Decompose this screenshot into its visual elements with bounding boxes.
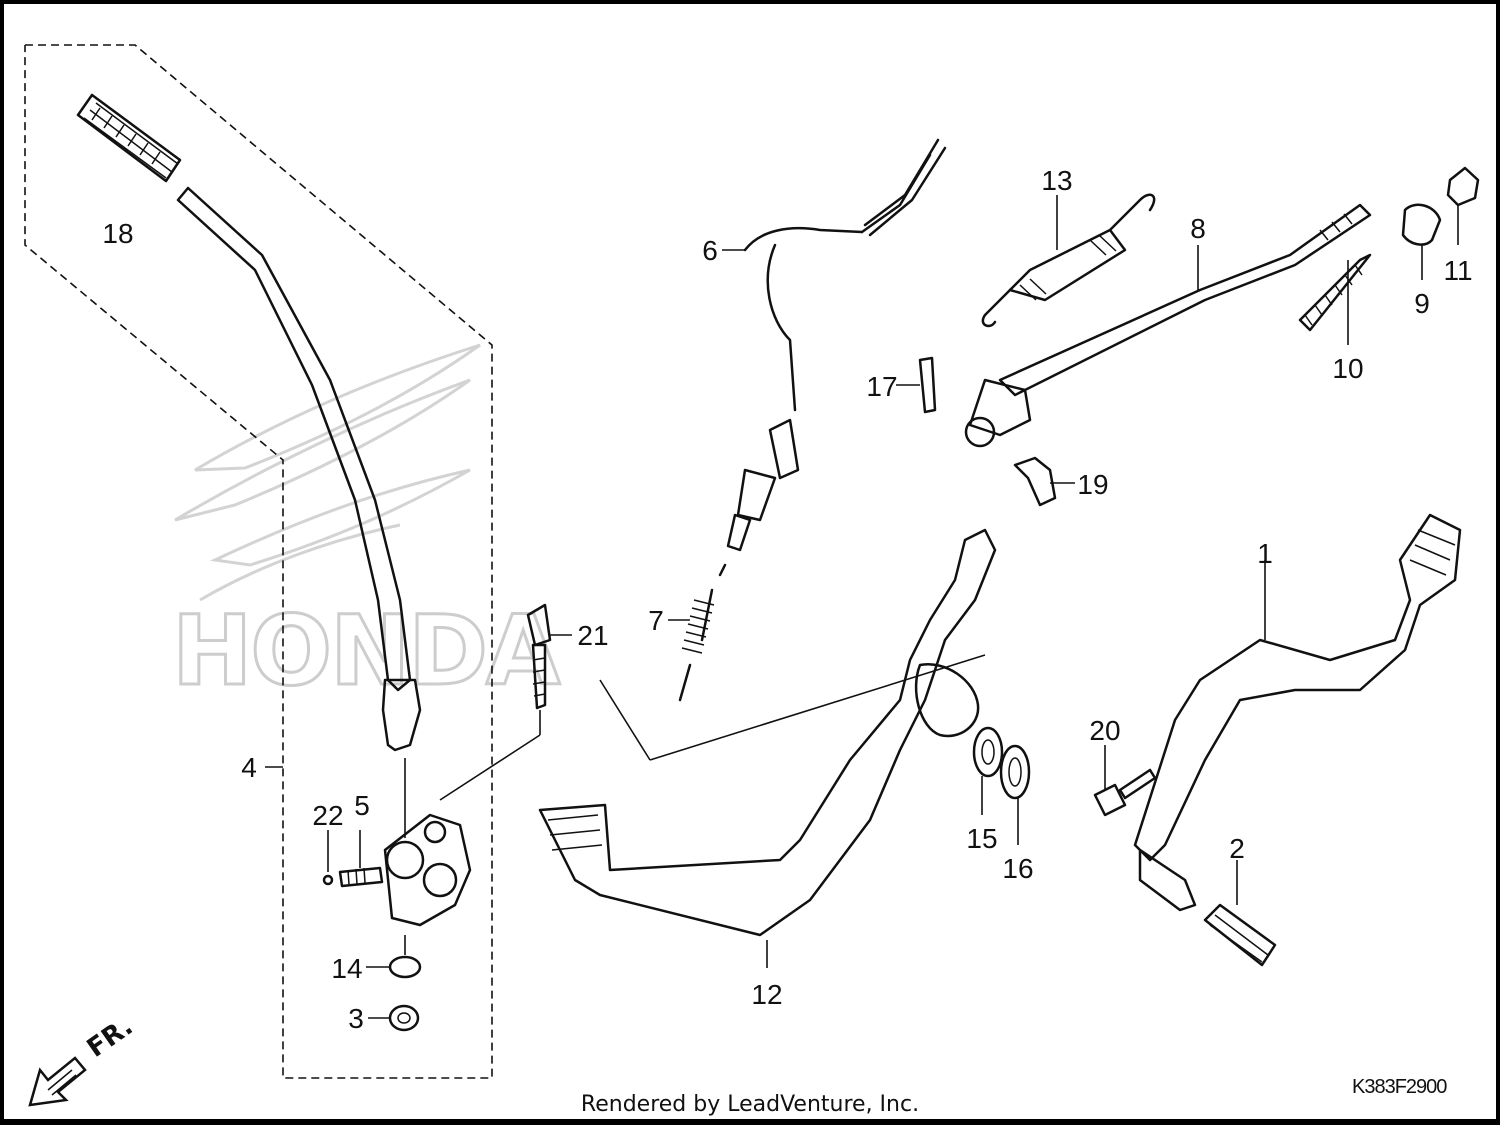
label-7: 7: [648, 605, 664, 636]
honda-watermark-text: HONDA: [172, 595, 560, 707]
washer-15: [972, 726, 1004, 778]
kick-arm-4: [176, 186, 422, 752]
clip-16: [999, 744, 1031, 800]
label-17: 17: [866, 371, 897, 402]
side-stand-8: [964, 203, 1372, 448]
kick-rubber-18: [76, 93, 182, 183]
bolt-21: [526, 603, 552, 710]
gearshift-pedal-12: [538, 528, 997, 937]
pin-19: [1013, 456, 1057, 507]
label-21: 21: [577, 620, 608, 651]
bolt-5: [338, 866, 384, 888]
label-22: 22: [312, 800, 343, 831]
label-8: 8: [1190, 213, 1206, 244]
nut-3: [388, 1004, 420, 1032]
label-4: 4: [241, 752, 257, 783]
spring-7: [678, 563, 727, 702]
part-number-labels: 1 2 3 4 5 6 7 8 9 10 11 12 13 14 15 16 1…: [102, 165, 1472, 1034]
honda-wing-watermark: HONDA: [171, 343, 563, 709]
label-9: 9: [1414, 288, 1430, 319]
label-5: 5: [354, 790, 370, 821]
brake-pedal-1: [1133, 513, 1462, 912]
rubber-2: [1203, 903, 1277, 967]
label-11: 11: [1443, 255, 1472, 286]
label-1: 1: [1257, 538, 1273, 569]
cap-9: [1401, 203, 1442, 246]
spring-10: [1298, 253, 1372, 332]
label-13: 13: [1041, 165, 1072, 196]
drawing-code: K383F2900: [1352, 1076, 1447, 1098]
spring-13: [981, 193, 1156, 328]
label-6: 6: [702, 235, 718, 266]
footer-credit: Rendered by LeadVenture, Inc.: [580, 1092, 920, 1117]
label-20: 20: [1089, 715, 1120, 746]
label-19: 19: [1077, 469, 1108, 500]
label-3: 3: [348, 1003, 364, 1034]
kick-boss: [383, 813, 472, 927]
label-10: 10: [1332, 353, 1363, 384]
pin-17: [918, 356, 937, 414]
front-indicator-label: FR.: [82, 1012, 139, 1064]
label-14: 14: [331, 953, 362, 984]
washer-14: [388, 955, 422, 979]
front-direction-arrow: FR.: [28, 1012, 139, 1107]
label-15: 15: [966, 823, 997, 854]
leader-lines: [265, 195, 1459, 1019]
ball-22: [322, 874, 334, 886]
label-12: 12: [751, 979, 782, 1010]
switch-cable-6: [726, 138, 947, 552]
nut-11: [1446, 166, 1480, 207]
label-16: 16: [1002, 853, 1033, 884]
bolt-20: [1093, 768, 1157, 817]
label-2: 2: [1229, 833, 1245, 864]
kickstarter-assembly-box: [24, 44, 493, 1079]
label-18: 18: [102, 218, 133, 249]
